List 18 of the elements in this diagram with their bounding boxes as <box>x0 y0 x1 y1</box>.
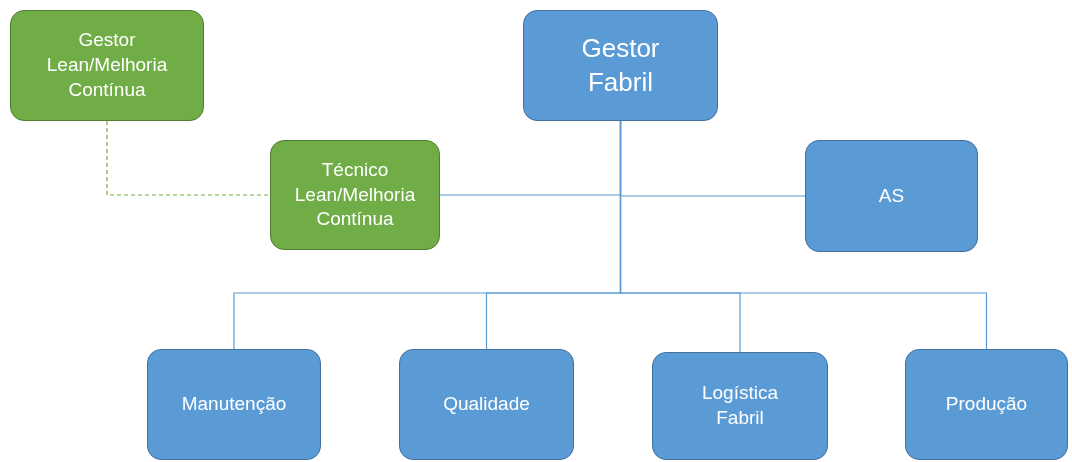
box-label: AS <box>878 183 905 208</box>
box-label: Logística Fabril <box>700 381 779 430</box>
org-box <box>399 349 574 460</box>
box-label: Técnico Lean/Melhoria Contínua <box>293 157 417 232</box>
org-box <box>10 10 204 121</box>
box-label: Produção <box>945 392 1028 417</box>
box-label: Manutenção <box>181 392 287 417</box>
box-label: Gestor Lean/Melhoria Contínua <box>45 28 169 102</box>
org-box <box>905 349 1068 460</box>
org-box <box>147 349 321 460</box>
org-box <box>270 140 440 250</box>
box-label: Gestor Fabril <box>580 31 661 99</box>
org-box <box>805 140 978 252</box>
box-label: Qualidade <box>443 392 530 417</box>
connector-line <box>619 120 988 350</box>
org-box <box>652 352 828 460</box>
org-box <box>523 10 718 121</box>
dashed-connector <box>106 120 271 196</box>
